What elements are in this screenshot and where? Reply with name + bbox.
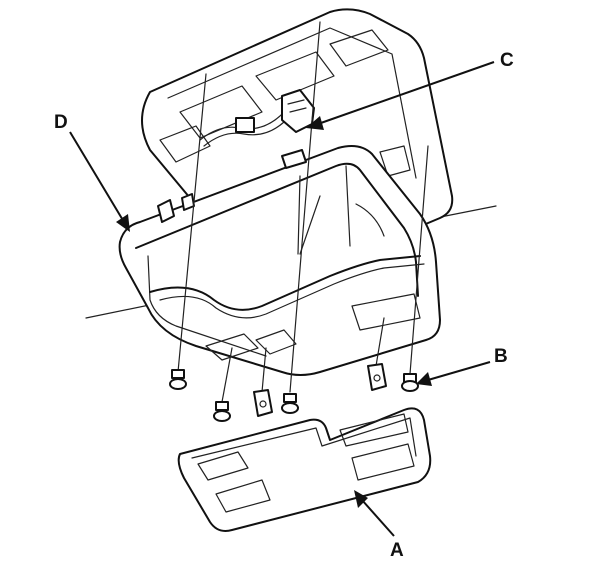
screws	[169, 369, 419, 422]
map-light-housing	[118, 145, 441, 376]
callout-b-label: B	[494, 346, 508, 367]
bulb-clips	[253, 363, 387, 417]
wire-harness	[199, 89, 315, 147]
callout-d: D	[54, 112, 130, 232]
callout-d-label: D	[54, 112, 68, 133]
screw-3	[401, 373, 419, 392]
screw-guide-lines	[177, 21, 429, 403]
screw-4	[213, 401, 231, 422]
callout-a-label: A	[390, 540, 404, 561]
callout-c-label: C	[500, 50, 514, 71]
callout-b: B	[416, 346, 508, 386]
lens-cover	[177, 407, 432, 532]
bulb-clip-left	[253, 389, 273, 417]
screw-2	[281, 393, 299, 414]
callout-c: C	[306, 50, 514, 130]
callout-a: A	[354, 490, 404, 561]
screw-1	[169, 369, 187, 390]
bulb-clip-right	[367, 363, 387, 391]
